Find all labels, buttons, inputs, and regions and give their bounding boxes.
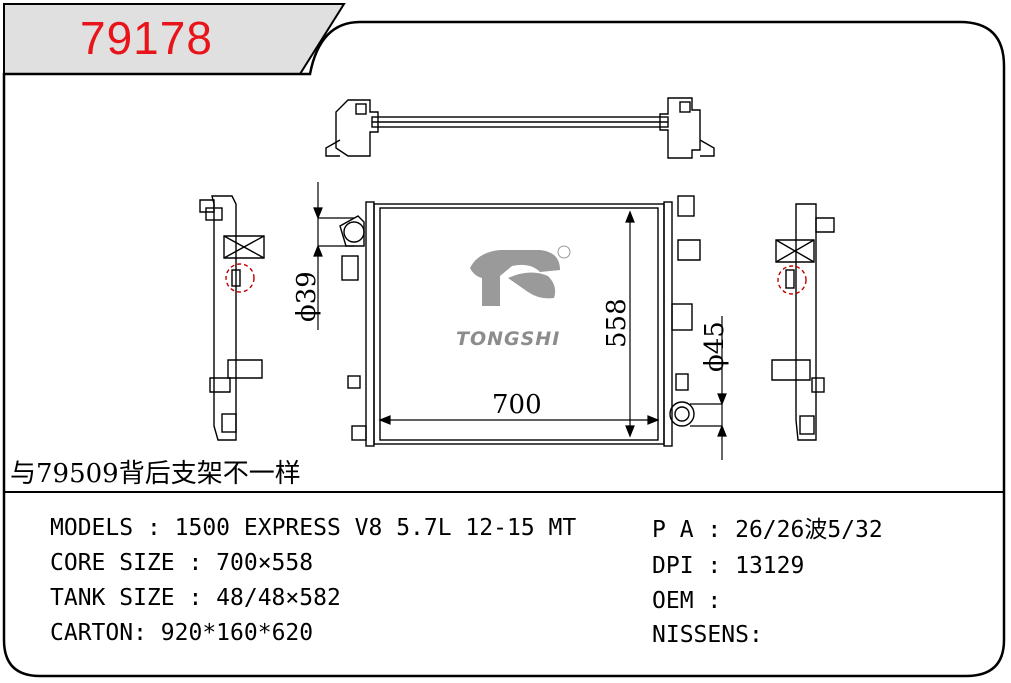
outlet-diameter: ϕ45	[700, 321, 730, 372]
spec-value: 920*160*620	[160, 620, 314, 646]
width-dimension: 700	[492, 390, 542, 420]
spec-sep: :	[693, 553, 736, 579]
right-side-view	[771, 203, 835, 441]
spec-pa: P A : 26/26波5/32	[652, 516, 883, 544]
brand-logo-icon	[470, 245, 571, 306]
spec-value: 13129	[735, 553, 805, 579]
difference-note: 与79509背后支架不一样	[10, 459, 301, 489]
brand-wordmark: TONGSHI	[456, 328, 561, 350]
spec-models: MODELS : 1500 EXPRESS V8 5.7L 12-15 MT	[50, 514, 576, 542]
spec-sep: :	[133, 620, 161, 646]
height-dimension: 558	[602, 298, 632, 348]
spec-sep: :	[693, 588, 722, 614]
spec-label: P A	[652, 517, 694, 543]
spec-sep: :	[174, 585, 217, 611]
spec-carton: CARTON: 920*160*620	[50, 619, 313, 647]
spec-dpi: DPI : 13129	[652, 552, 804, 580]
spec-value: 700×558	[216, 550, 314, 576]
spec-label: CORE SIZE	[50, 550, 175, 576]
spec-sep: :	[174, 550, 217, 576]
left-side-view	[199, 195, 265, 441]
spec-label: OEM	[652, 588, 694, 614]
spec-label: TANK SIZE	[50, 585, 175, 611]
spec-sep: :	[748, 622, 763, 648]
top-view	[325, 97, 715, 159]
radiator-front-view	[339, 195, 701, 447]
spec-nissens: NISSENS:	[652, 621, 763, 649]
spec-sep: :	[693, 517, 736, 543]
spec-value: 48/48×582	[216, 585, 341, 611]
spec-label: NISSENS	[652, 622, 749, 648]
part-number: 79178	[80, 12, 213, 64]
spec-tank-size: TANK SIZE : 48/48×582	[50, 584, 341, 612]
dimension-lines	[313, 182, 727, 460]
spec-value: 26/26波5/32	[735, 517, 883, 543]
spec-oem: OEM :	[652, 587, 721, 615]
spec-sep: :	[133, 515, 175, 541]
spec-label: DPI	[652, 553, 694, 579]
spec-label: MODELS	[50, 515, 134, 541]
inlet-diameter: ϕ39	[292, 271, 322, 322]
spec-core-size: CORE SIZE : 700×558	[50, 549, 313, 577]
spec-value: 1500 EXPRESS V8 5.7L 12-15 MT	[174, 515, 577, 541]
spec-label: CARTON	[50, 620, 134, 646]
